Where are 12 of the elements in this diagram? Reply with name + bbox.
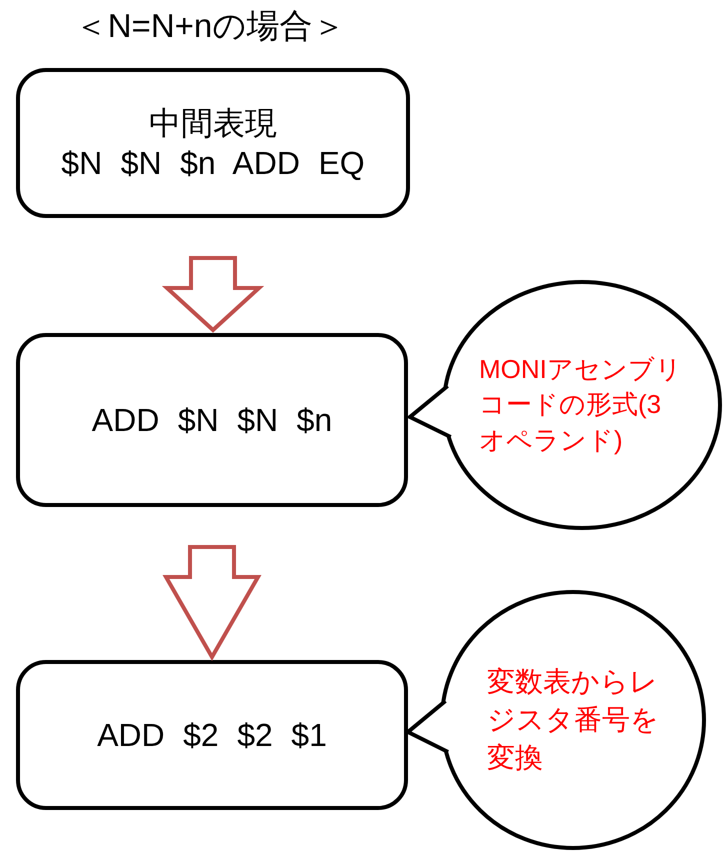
box-text: ADD $N $N $n <box>92 401 332 440</box>
box-heading: 中間表現 <box>149 104 277 143</box>
block-arrow <box>162 545 262 662</box>
callout-text: 変数表からレジスタ番号を変換 <box>487 665 659 775</box>
box-text: ADD $2 $2 $1 <box>97 716 327 755</box>
box-text: $N $N $n ADD EQ <box>61 144 365 183</box>
block-arrow <box>162 256 264 333</box>
process-box <box>16 660 408 810</box>
callout-text: MONIアセンブリコードの形式(3オペランド) <box>479 353 683 457</box>
diagram-title: ＜N=N+nの場合＞ <box>74 6 346 46</box>
process-box <box>16 333 408 507</box>
process-box <box>16 68 410 218</box>
